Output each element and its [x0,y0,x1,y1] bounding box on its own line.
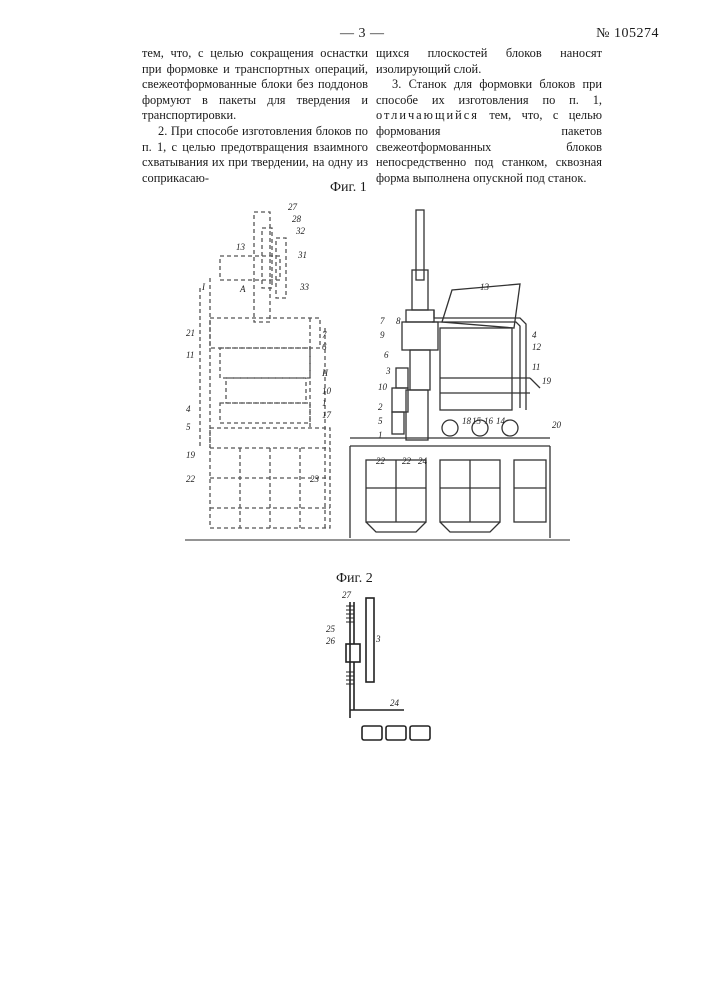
fig1-callout-11-right: 11 [532,362,540,372]
figure-1-drawing: 27 28 32 31 33 13 21 11 7 6 II 10 1 4 5 … [180,198,580,558]
fig2-callout-27: 27 [342,590,352,600]
fig1-callout-2: 2 [378,402,383,412]
fig1-callout-4-left: 4 [186,404,191,414]
patent-number: № 105274 [596,26,659,42]
claim-3-start: 3. Станок для формовки блоков при способ… [376,77,602,107]
fig2-callout-25: 25 [326,624,336,634]
fig1-callout-13-right: 13 [480,282,490,292]
fig1-callout-28: 28 [292,214,302,224]
fig1-callout-15: 15 [472,416,482,426]
fig1-callout-22-right-b: 22 [402,456,412,466]
fig1-callout-19-right: 19 [542,376,552,386]
fig1-callout-7-right: 7 [380,316,385,326]
fig1-callout-31: 31 [297,250,307,260]
fig1-callout-5-right: 5 [378,416,383,426]
figure-2-drawing: 27 25 26 3 24 [300,588,440,748]
fig1-callout-4-right: 4 [532,330,537,340]
fig1-callout-7-left: 7 [322,330,327,340]
fig2-callout-3: 3 [375,634,381,644]
fig1-callout-22-left: 22 [186,474,196,484]
fig1-callout-17: 17 [322,410,332,420]
right-paragraph-2: 3. Станок для формовки блоков при способ… [376,77,602,186]
left-paragraph-1: тем, что, с целью сокращения оснастки пр… [142,46,368,124]
fig1-callout-8: 8 [396,316,401,326]
figure-1-caption: Фиг. 1 [330,180,367,196]
fig1-callout-3: 3 [385,366,391,376]
fig1-callout-32: 32 [295,226,306,236]
figure-2-caption: Фиг. 2 [336,571,373,587]
fig1-callout-27: 27 [288,202,298,212]
fig1-callout-21: 21 [186,328,195,338]
fig1-callout-II: II [321,368,329,378]
fig1-callout-13-left: 13 [236,242,246,252]
fig1-callout-33: 33 [299,282,310,292]
fig1-callout-12: 12 [532,342,542,352]
right-paragraph-1: щихся плоскостей блоков наносят изолирую… [376,46,602,77]
fig1-callout-16: 16 [484,416,494,426]
fig1-callout-20: 20 [552,420,562,430]
fig1-callout-I: I [201,282,206,292]
fig1-callout-18: 18 [462,416,472,426]
fig1-callout-23: 23 [310,474,320,484]
fig1-callout-19-left: 19 [186,450,196,460]
fig1-callout-1-right: 1 [378,430,383,440]
fig1-callout-14: 14 [496,416,506,426]
fig1-callout-10-left: 10 [322,386,332,396]
fig1-callout-10-right: 10 [378,382,388,392]
fig2-callout-24: 24 [390,698,400,708]
fig1-callout-A: A [239,284,246,294]
fig1-callout-22-right-a: 22 [376,456,386,466]
fig1-callout-9: 9 [380,330,385,340]
fig1-callout-6-left: 6 [322,342,327,352]
fig1-callout-5-left: 5 [186,422,191,432]
claim-3-distinguishing-word: отличающийся [376,108,479,122]
fig2-callout-26: 26 [326,636,336,646]
fig1-callout-24: 24 [418,456,428,466]
fig1-callout-6-right: 6 [384,350,389,360]
fig1-callout-11-left: 11 [186,350,194,360]
fig1-callout-1-left: 1 [322,398,327,408]
right-text-column: щихся плоскостей блоков наносят изолирую… [376,46,602,186]
left-text-column: тем, что, с целью сокращения оснастки пр… [142,46,368,186]
left-paragraph-2: 2. При способе изготовления блоков по п.… [142,124,368,186]
page-number: — 3 — [340,26,385,42]
